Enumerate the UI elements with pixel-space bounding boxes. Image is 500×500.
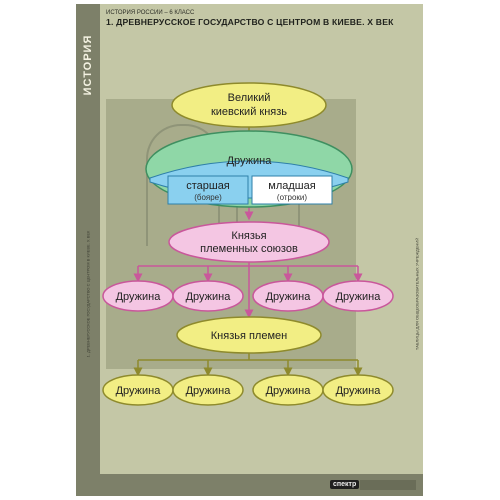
senior-line1: старшая	[186, 180, 230, 192]
senior-line2: (бояре)	[194, 193, 222, 202]
union-princes-line1: Князья	[231, 230, 266, 242]
publisher-logo-extra	[360, 480, 416, 490]
junior-line2: (отроки)	[277, 193, 307, 202]
grand-prince-line2: киевский князь	[211, 106, 287, 118]
druzhina-row1-1: Дружина	[116, 291, 162, 303]
bottom-strip	[76, 474, 423, 496]
connector-lines	[133, 126, 363, 377]
druzhina-row1-3: Дружина	[266, 291, 312, 303]
junior-line1: младшая	[268, 180, 315, 192]
druzhina-row1-4: Дружина	[336, 291, 382, 303]
publisher-logo: спектр	[330, 480, 360, 489]
grand-prince-line1: Великий	[228, 92, 271, 104]
sidebar: ИСТОРИЯ 1. ДРЕВНЕРУССКОЕ ГОСУДАРСТВО С Ц…	[76, 4, 100, 496]
node-grand-prince: Великий киевский князь	[171, 82, 327, 128]
series-label: ИСТОРИЯ РОССИИ – 6 КЛАСС	[106, 10, 195, 16]
poster-title: 1. ДРЕВНЕРУССКОЕ ГОСУДАРСТВО С ЦЕНТРОМ В…	[106, 17, 394, 27]
union-princes-line2: племенных союзов	[200, 243, 298, 255]
senior-box	[167, 175, 249, 205]
node-union-princes: Князья племенных союзов	[168, 221, 330, 263]
druzhina-row1-2: Дружина	[186, 291, 232, 303]
druzhina-row2-2: Дружина	[186, 385, 232, 397]
poster: ИСТОРИЯ 1. ДРЕВНЕРУССКОЕ ГОСУДАРСТВО С Ц…	[76, 4, 423, 496]
node-tribal-princes: Князья племен	[176, 316, 322, 354]
druzhina-row2-3: Дружина	[266, 385, 312, 397]
druzhina-row2-1: Дружина	[116, 385, 162, 397]
druzhina-row-1: Дружина Дружина Дружина Дружина	[102, 280, 394, 312]
druzhina-row2-4: Дружина	[336, 385, 382, 397]
hierarchy-diagram: Великий киевский князь Дружина старшая (…	[102, 82, 394, 406]
node-druzhina-main: Дружина старшая (бояре) младшая (отроки)	[145, 130, 353, 208]
druzhina-main-label: Дружина	[227, 155, 273, 167]
tribal-princes-label: Князья племен	[211, 330, 287, 342]
junior-box	[251, 175, 333, 205]
druzhina-row-2: Дружина Дружина Дружина Дружина	[102, 374, 394, 406]
